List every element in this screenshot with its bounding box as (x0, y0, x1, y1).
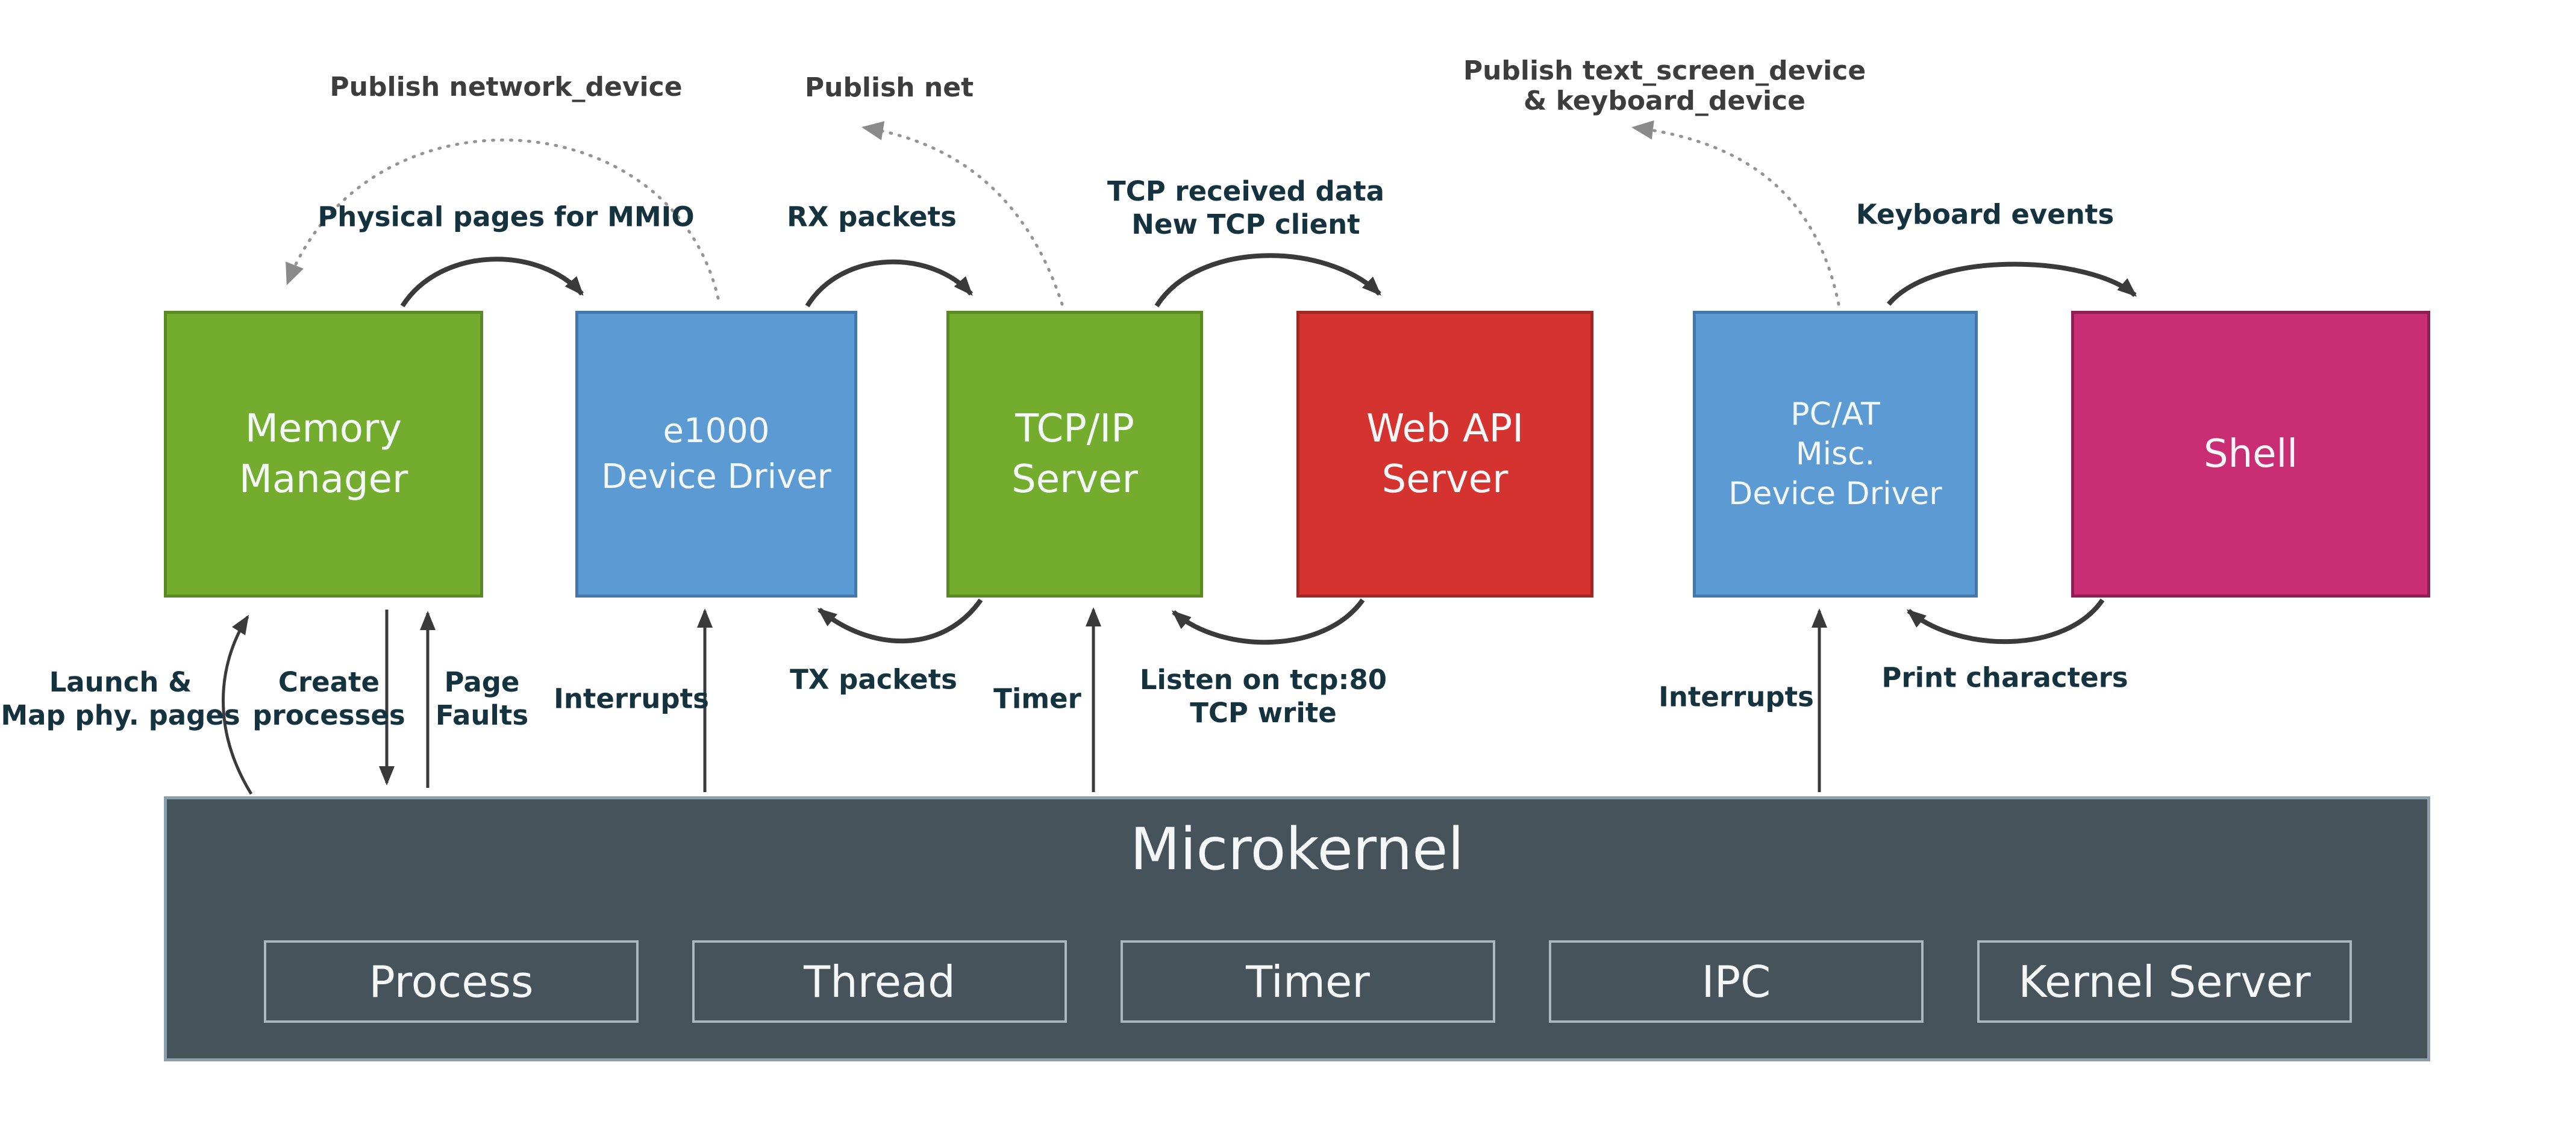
tcpip-server-box: TCP/IP Server (946, 311, 1203, 598)
e1000-label: e1000 (663, 411, 770, 451)
print-characters-label: Print characters (1881, 661, 2128, 694)
memory-manager-label: Manager (239, 457, 408, 502)
pcat-label: Misc. (1795, 436, 1875, 472)
interrupts-left-label: Interrupts (554, 682, 709, 715)
tx-packets-label: TX packets (790, 663, 957, 696)
publish-text-screen-label: Publish text_screen_device & keyboard_de… (1463, 55, 1866, 116)
memory-manager-label: Memory (245, 407, 402, 451)
rx-packets-label: RX packets (787, 201, 957, 233)
physical-pages-label: Physical pages for MMIO (317, 201, 695, 233)
keyboard-events-label: Keyboard events (1855, 198, 2115, 231)
tcpip-server-label: Server (1011, 457, 1138, 502)
publish-net-label: Publish net (804, 72, 974, 103)
keyboard-events-arrow (1886, 261, 2137, 306)
memory-manager-box: Memory Manager (164, 311, 483, 598)
listen-tcp-arrow (1171, 598, 1365, 645)
pcat-misc-device-driver-box: PC/AT Misc. Device Driver (1693, 311, 1978, 598)
tcp-received-arrow (1154, 253, 1381, 308)
physical-pages-arrow (400, 257, 584, 308)
web-api-server-label: Server (1381, 457, 1508, 502)
web-api-server-label: Web API (1366, 407, 1524, 451)
publish-network-device-label: Publish network_device (330, 72, 683, 102)
timer-label: Timer (993, 682, 1081, 715)
module-ipc: IPC (1549, 940, 1924, 1023)
module-process: Process (264, 940, 639, 1023)
launch-map-label: Launch & Map phy. pages (1, 666, 240, 731)
tcp-received-label: TCP received data New TCP client (1107, 175, 1384, 240)
module-timer: Timer (1121, 940, 1495, 1023)
shell-label: Shell (2203, 432, 2298, 476)
shell-box: Shell (2071, 311, 2430, 598)
tx-packets-arrow (817, 598, 983, 644)
pcat-label: Device Driver (1728, 476, 1942, 512)
pcat-label: PC/AT (1790, 396, 1880, 432)
tcpip-server-label: TCP/IP (1015, 407, 1134, 451)
microkernel-title: Microkernel (1130, 816, 1464, 883)
rx-packets-arrow (805, 259, 973, 308)
publish-text-screen-arrow (1631, 120, 1840, 306)
microkernel-box: Microkernel Process Thread Timer IPC Ker… (164, 796, 2430, 1061)
module-kernel-server: Kernel Server (1977, 940, 2352, 1023)
e1000-device-driver-box: e1000 Device Driver (575, 311, 857, 598)
listen-tcp-label: Listen on tcp:80 TCP write (1139, 664, 1387, 729)
create-processes-label: Create processes (252, 666, 405, 731)
print-characters-arrow (1906, 598, 2105, 645)
page-faults-label: Page Faults (435, 666, 529, 731)
e1000-label: Device Driver (601, 457, 831, 496)
web-api-server-box: Web API Server (1296, 311, 1593, 598)
interrupts-right-label: Interrupts (1658, 681, 1814, 713)
module-thread: Thread (692, 940, 1067, 1023)
